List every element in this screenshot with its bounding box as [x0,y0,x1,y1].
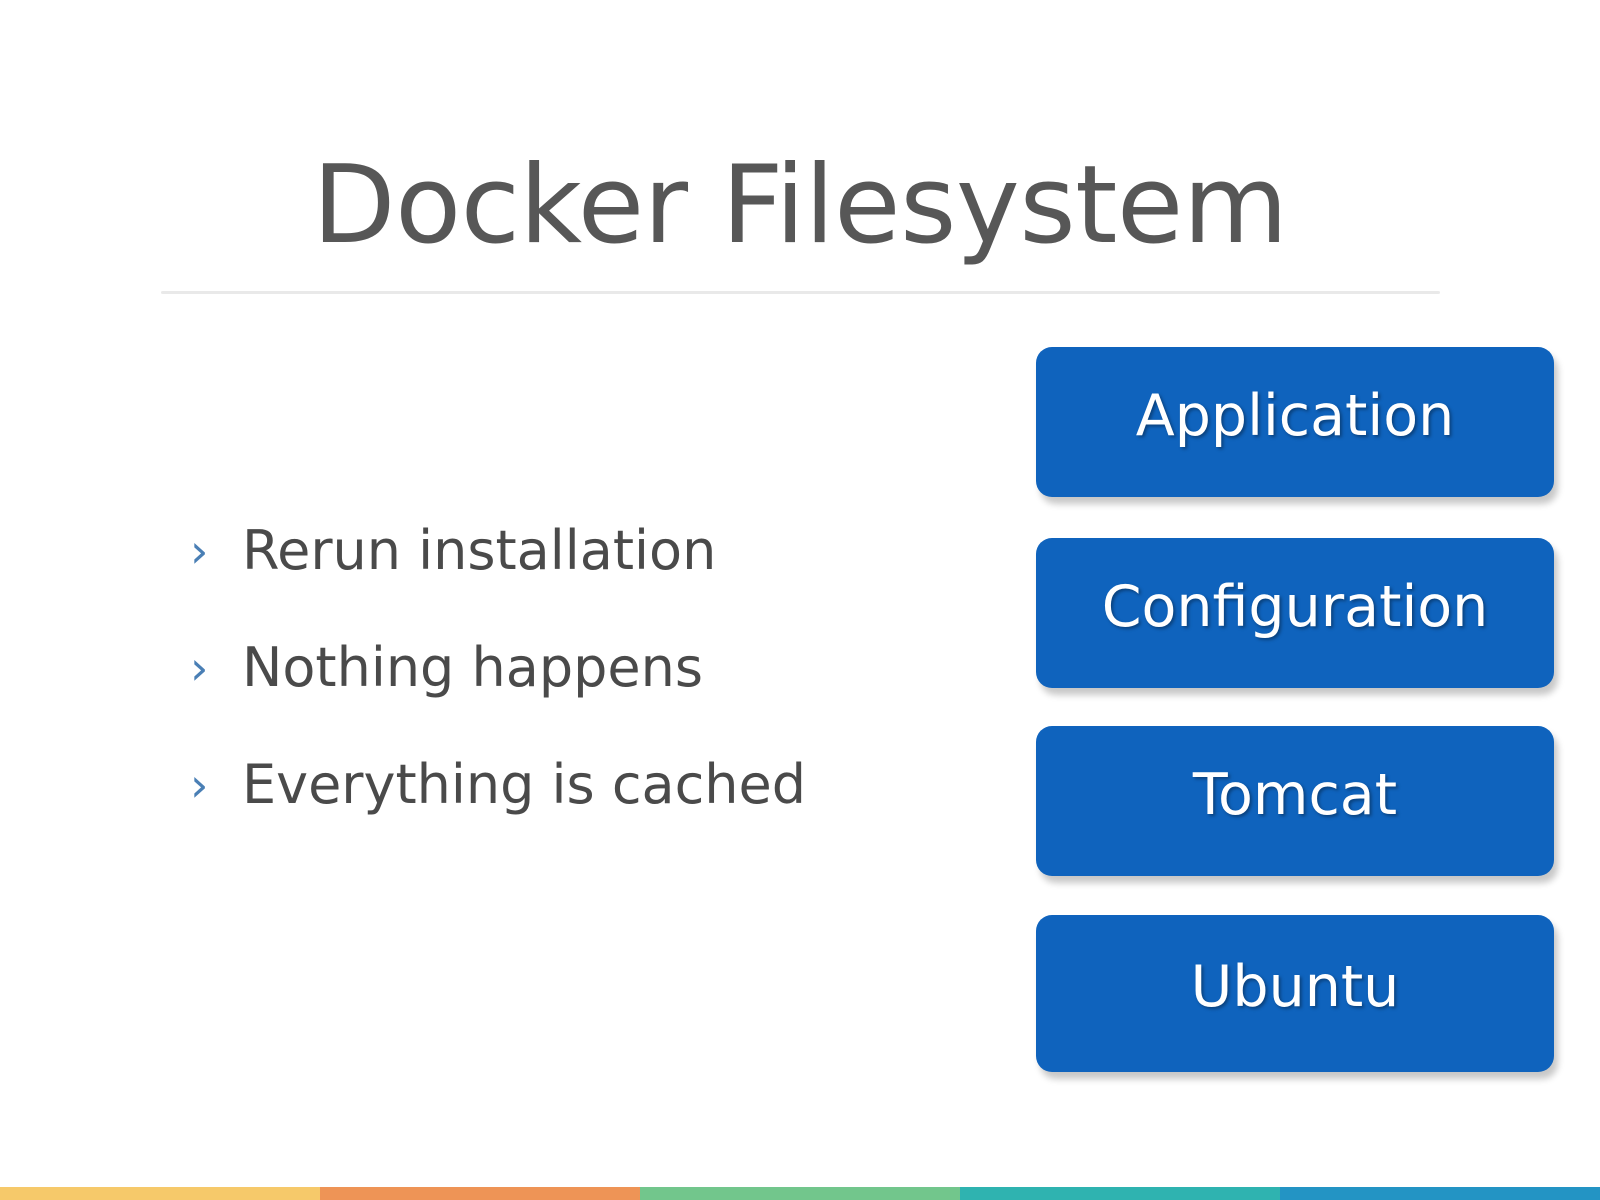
list-item: › Everything is cached [190,754,950,816]
list-item-label: Everything is cached [242,753,807,816]
layer-box-application: Application [1036,347,1554,497]
layer-box-label: Tomcat [1192,761,1398,828]
layer-box-label: Ubuntu [1190,954,1400,1020]
list-item-label: Rerun installation [242,519,717,582]
layer-box-label: Application [1135,382,1455,449]
layer-box-ubuntu: Ubuntu [1036,915,1554,1072]
chevron-right-icon: › [190,758,209,812]
list-item: › Rerun installation [190,520,950,582]
color-bar-segment-blue [1280,1187,1600,1200]
title-divider [161,291,1440,294]
list-item: › Nothing happens [190,637,950,699]
color-bar-segment-orange [320,1187,640,1200]
layer-box-configuration: Configuration [1036,538,1554,688]
color-bar-segment-gold [0,1187,320,1200]
chevron-right-icon: › [190,524,209,578]
list-item-label: Nothing happens [242,636,703,699]
bottom-color-bar [0,1187,1600,1200]
page-title: Docker Filesystem [312,143,1288,269]
layer-box-label: Configuration [1101,573,1489,640]
chevron-right-icon: › [190,641,209,695]
color-bar-segment-teal [960,1187,1280,1200]
bullet-list: › Rerun installation › Nothing happens ›… [190,520,950,816]
color-bar-segment-green [640,1187,960,1200]
layer-box-tomcat: Tomcat [1036,726,1554,876]
